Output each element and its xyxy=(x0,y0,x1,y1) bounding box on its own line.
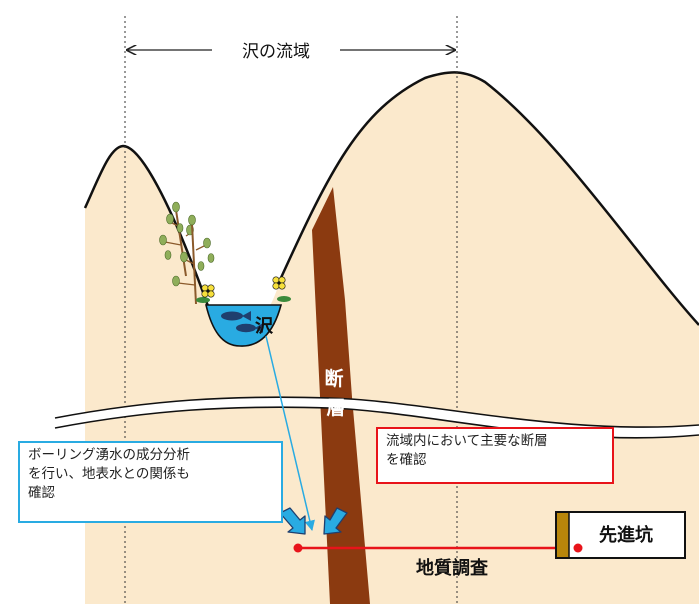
fish-icon xyxy=(221,311,251,321)
flower-icon xyxy=(196,284,215,303)
ridge-line xyxy=(83,71,699,326)
basin-title: 沢の流域 xyxy=(242,42,310,62)
boring-callout-line: 確認 xyxy=(28,485,55,501)
seepage-line xyxy=(265,335,315,532)
flower-icon xyxy=(272,276,291,302)
survey-start-point xyxy=(293,543,303,553)
boring-callout-line: を行い、地表水との関係も xyxy=(28,466,190,482)
fault-band xyxy=(312,187,370,604)
stream-label: 沢 xyxy=(255,315,274,337)
tree-icon xyxy=(159,201,194,277)
fault-label-1: 断 xyxy=(324,367,343,390)
section-break-top xyxy=(54,396,699,428)
tunnel-label: 先進坑 xyxy=(599,524,653,546)
arrow-icon xyxy=(279,507,306,535)
fault-callout-line: を確認 xyxy=(386,452,427,468)
survey-label: 地質調査 xyxy=(416,557,488,579)
boring-callout: ボーリング湧水の成分分析 を行い、地表水との関係も 確認 xyxy=(18,441,283,523)
arrow-icon xyxy=(323,507,348,535)
fish-icon xyxy=(236,323,263,333)
boring-callout-line: ボーリング湧水の成分分析 xyxy=(28,447,190,463)
tree-icon xyxy=(172,214,215,305)
fault-label-2: 層 xyxy=(326,397,345,419)
fault-callout-line: 流域内において主要な断層 xyxy=(386,433,548,449)
fault-callout: 流域内において主要な断層 を確認 xyxy=(376,427,614,484)
